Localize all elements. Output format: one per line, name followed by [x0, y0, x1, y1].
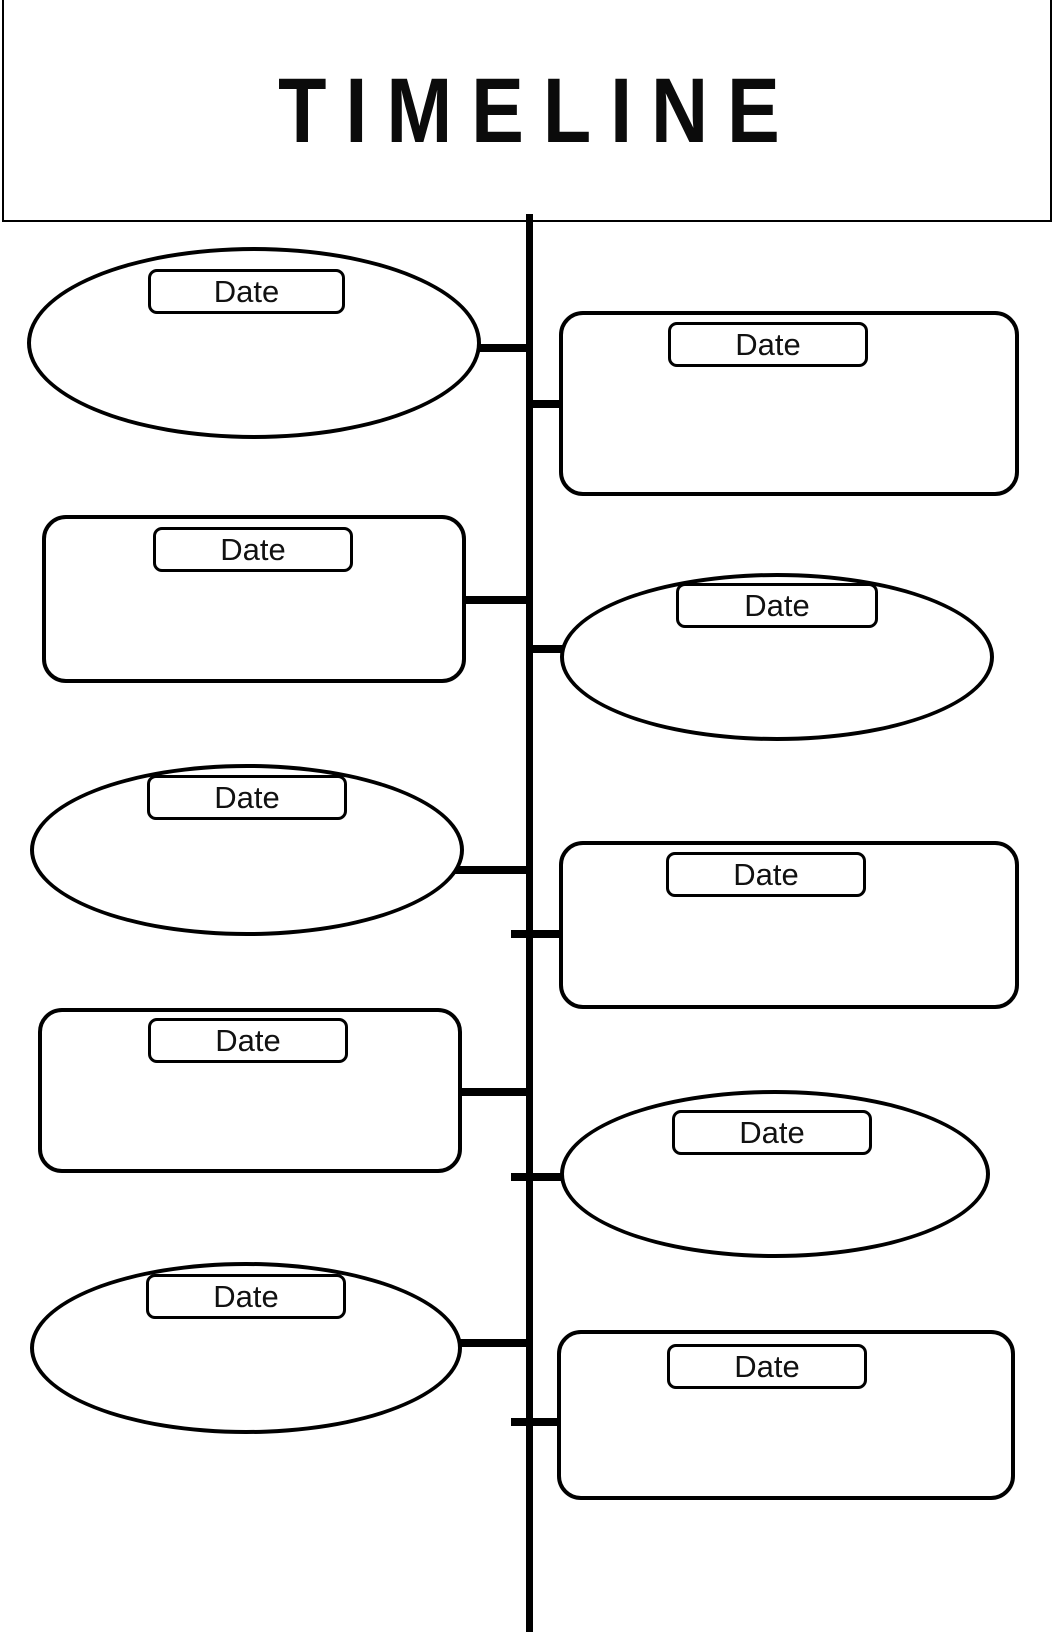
date-field[interactable]: Date [676, 583, 878, 628]
date-field[interactable]: Date [146, 1274, 346, 1319]
date-field[interactable]: Date [147, 775, 347, 820]
header-panel: TIMELINE [2, 0, 1052, 222]
timeline-connector [455, 1339, 532, 1347]
timeline-node-left-3[interactable] [42, 515, 466, 683]
timeline-connector [511, 1173, 577, 1181]
timeline-connector [456, 596, 532, 604]
timeline-connector [455, 866, 532, 874]
date-field[interactable]: Date [667, 1344, 867, 1389]
timeline-spine [526, 214, 533, 1632]
page-title: TIMELINE [278, 60, 799, 162]
date-field[interactable]: Date [666, 852, 866, 897]
date-field[interactable]: Date [148, 1018, 348, 1063]
date-field[interactable]: Date [672, 1110, 872, 1155]
date-field[interactable]: Date [148, 269, 345, 314]
timeline-connector [511, 1418, 571, 1426]
timeline-node-right-10[interactable] [557, 1330, 1015, 1500]
timeline-connector [526, 400, 574, 408]
timeline-connector [455, 1088, 532, 1096]
timeline-connector [526, 645, 582, 653]
timeline-connector [470, 344, 532, 352]
timeline-connector [511, 930, 571, 938]
date-field[interactable]: Date [153, 527, 353, 572]
date-field[interactable]: Date [668, 322, 868, 367]
